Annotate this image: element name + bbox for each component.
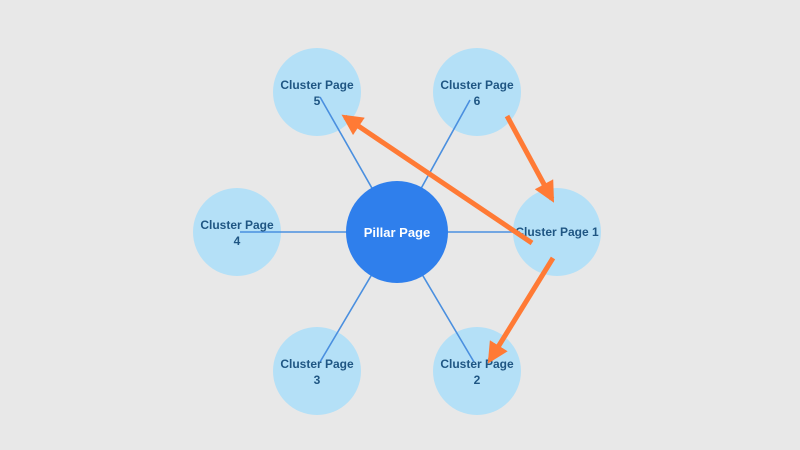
cluster-number-6: 6: [474, 94, 481, 108]
cluster-label-1: Cluster Page 1: [515, 225, 599, 239]
cluster-number-5: 5: [314, 94, 321, 108]
cluster-number-3: 3: [314, 373, 321, 387]
arrow-6-to-1: [504, 114, 555, 203]
cluster-node-2: [433, 327, 521, 415]
cluster-node-3: [273, 327, 361, 415]
cluster-label-5: Cluster Page: [280, 78, 354, 92]
cluster-label-6: Cluster Page: [440, 78, 514, 92]
pillar-node: [346, 181, 448, 283]
cluster-label-3: Cluster Page: [280, 357, 354, 371]
cluster-node-5: [273, 48, 361, 136]
cluster-node-1: [513, 188, 601, 276]
pillar-label: Pillar Page: [364, 225, 430, 240]
arrow-1-to-5: [341, 114, 534, 246]
cluster-number-2: 2: [474, 373, 481, 387]
cluster-node-4: [193, 188, 281, 276]
cluster-label-2: Cluster Page: [440, 357, 514, 371]
cluster-number-4: 4: [234, 234, 241, 248]
cluster-node-6: [433, 48, 521, 136]
arrow-1-to-2: [487, 256, 556, 364]
cluster-label-4: Cluster Page: [200, 218, 274, 232]
